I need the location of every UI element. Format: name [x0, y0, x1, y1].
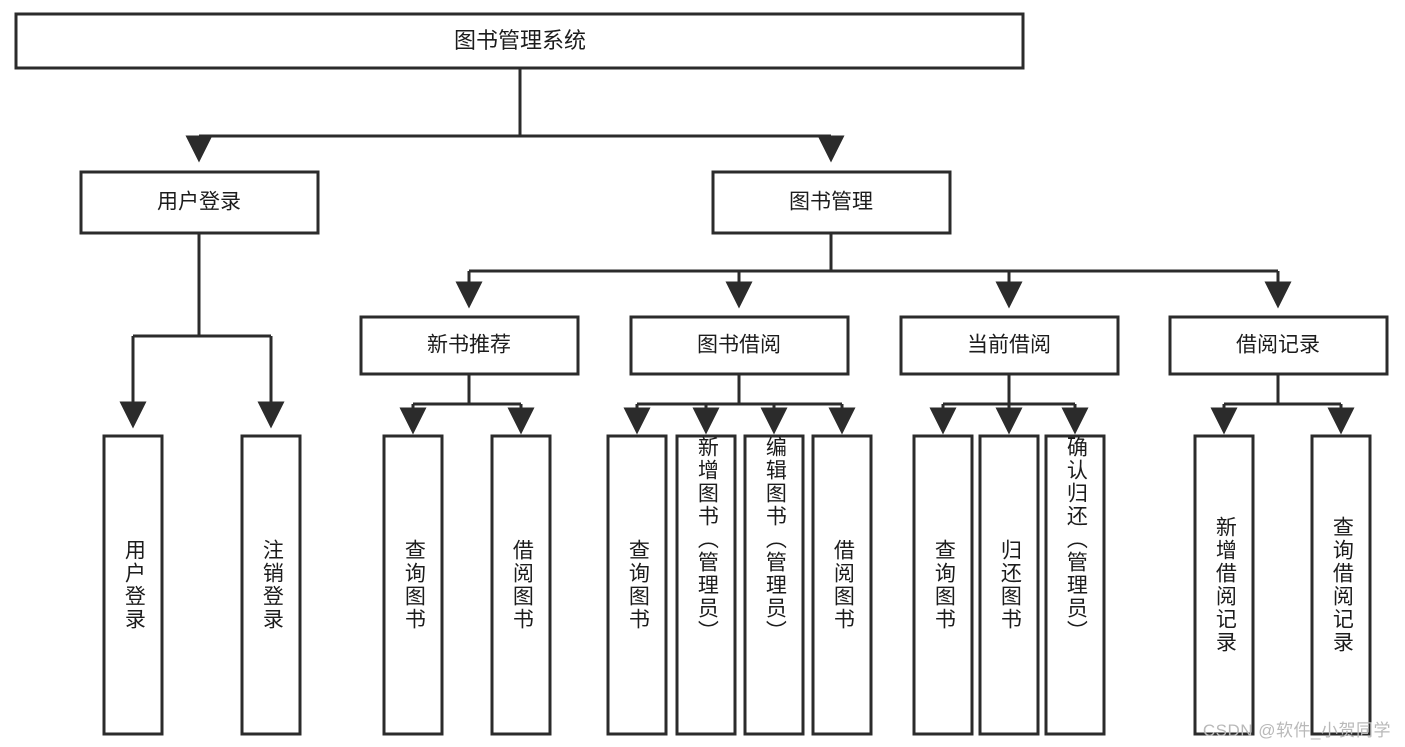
node-user-login-label: 用户登录: [157, 191, 241, 214]
node-book-borrow-label: 图书借阅: [697, 334, 781, 357]
leaf-rect-bb-add-book[interactable]: [675, 434, 737, 736]
node-user-login[interactable]: 用户登录: [79, 170, 320, 235]
node-book-management-label: 图书管理: [789, 191, 873, 214]
node-book-management[interactable]: 图书管理: [711, 170, 952, 235]
connector-user-login-to-leaves: [119, 233, 285, 429]
leaf-rect-nb-borrow-book[interactable]: [490, 434, 552, 736]
node-borrow-record-label: 借阅记录: [1236, 334, 1320, 357]
leaf-rect-cb-query-book[interactable]: [912, 434, 974, 736]
node-book-borrow[interactable]: 图书借阅: [629, 315, 850, 376]
leaf-rect-logout[interactable]: [240, 434, 302, 736]
leaf-rect-nb-query-book[interactable]: [382, 434, 444, 736]
leaf-rect-user-login[interactable]: [102, 434, 164, 736]
connector-current-borrow-to-leaves: [929, 374, 1089, 435]
node-current-borrow[interactable]: 当前借阅: [899, 315, 1120, 376]
connector-root-to-level2: [185, 68, 845, 163]
node-current-borrow-label: 当前借阅: [967, 334, 1051, 357]
connector-borrow-record-to-leaves: [1210, 374, 1355, 435]
node-new-book-recommend-label: 新书推荐: [427, 334, 511, 357]
leaf-rect-bb-edit-book[interactable]: [743, 434, 805, 736]
node-borrow-record[interactable]: 借阅记录: [1168, 315, 1389, 376]
leaf-rect-cb-confirm-return[interactable]: [1044, 434, 1106, 736]
connector-book-borrow-to-leaves: [623, 374, 856, 435]
leaf-rect-br-add-record[interactable]: [1193, 434, 1255, 736]
node-root[interactable]: 图书管理系统: [14, 12, 1025, 70]
leaf-rect-bb-query-book[interactable]: [606, 434, 668, 736]
watermark-text: CSDN @软件_小贺同学: [1202, 721, 1391, 740]
node-root-label: 图书管理系统: [454, 28, 586, 53]
leaf-rects: [102, 434, 1372, 736]
leaf-rect-br-query-record[interactable]: [1310, 434, 1372, 736]
connector-new-book-to-leaves: [399, 374, 535, 435]
node-new-book-recommend[interactable]: 新书推荐: [359, 315, 580, 376]
leaf-rect-cb-return-book[interactable]: [978, 434, 1040, 736]
leaf-rect-bb-borrow-book[interactable]: [811, 434, 873, 736]
connector-book-manage-to-level3: [455, 233, 1292, 309]
